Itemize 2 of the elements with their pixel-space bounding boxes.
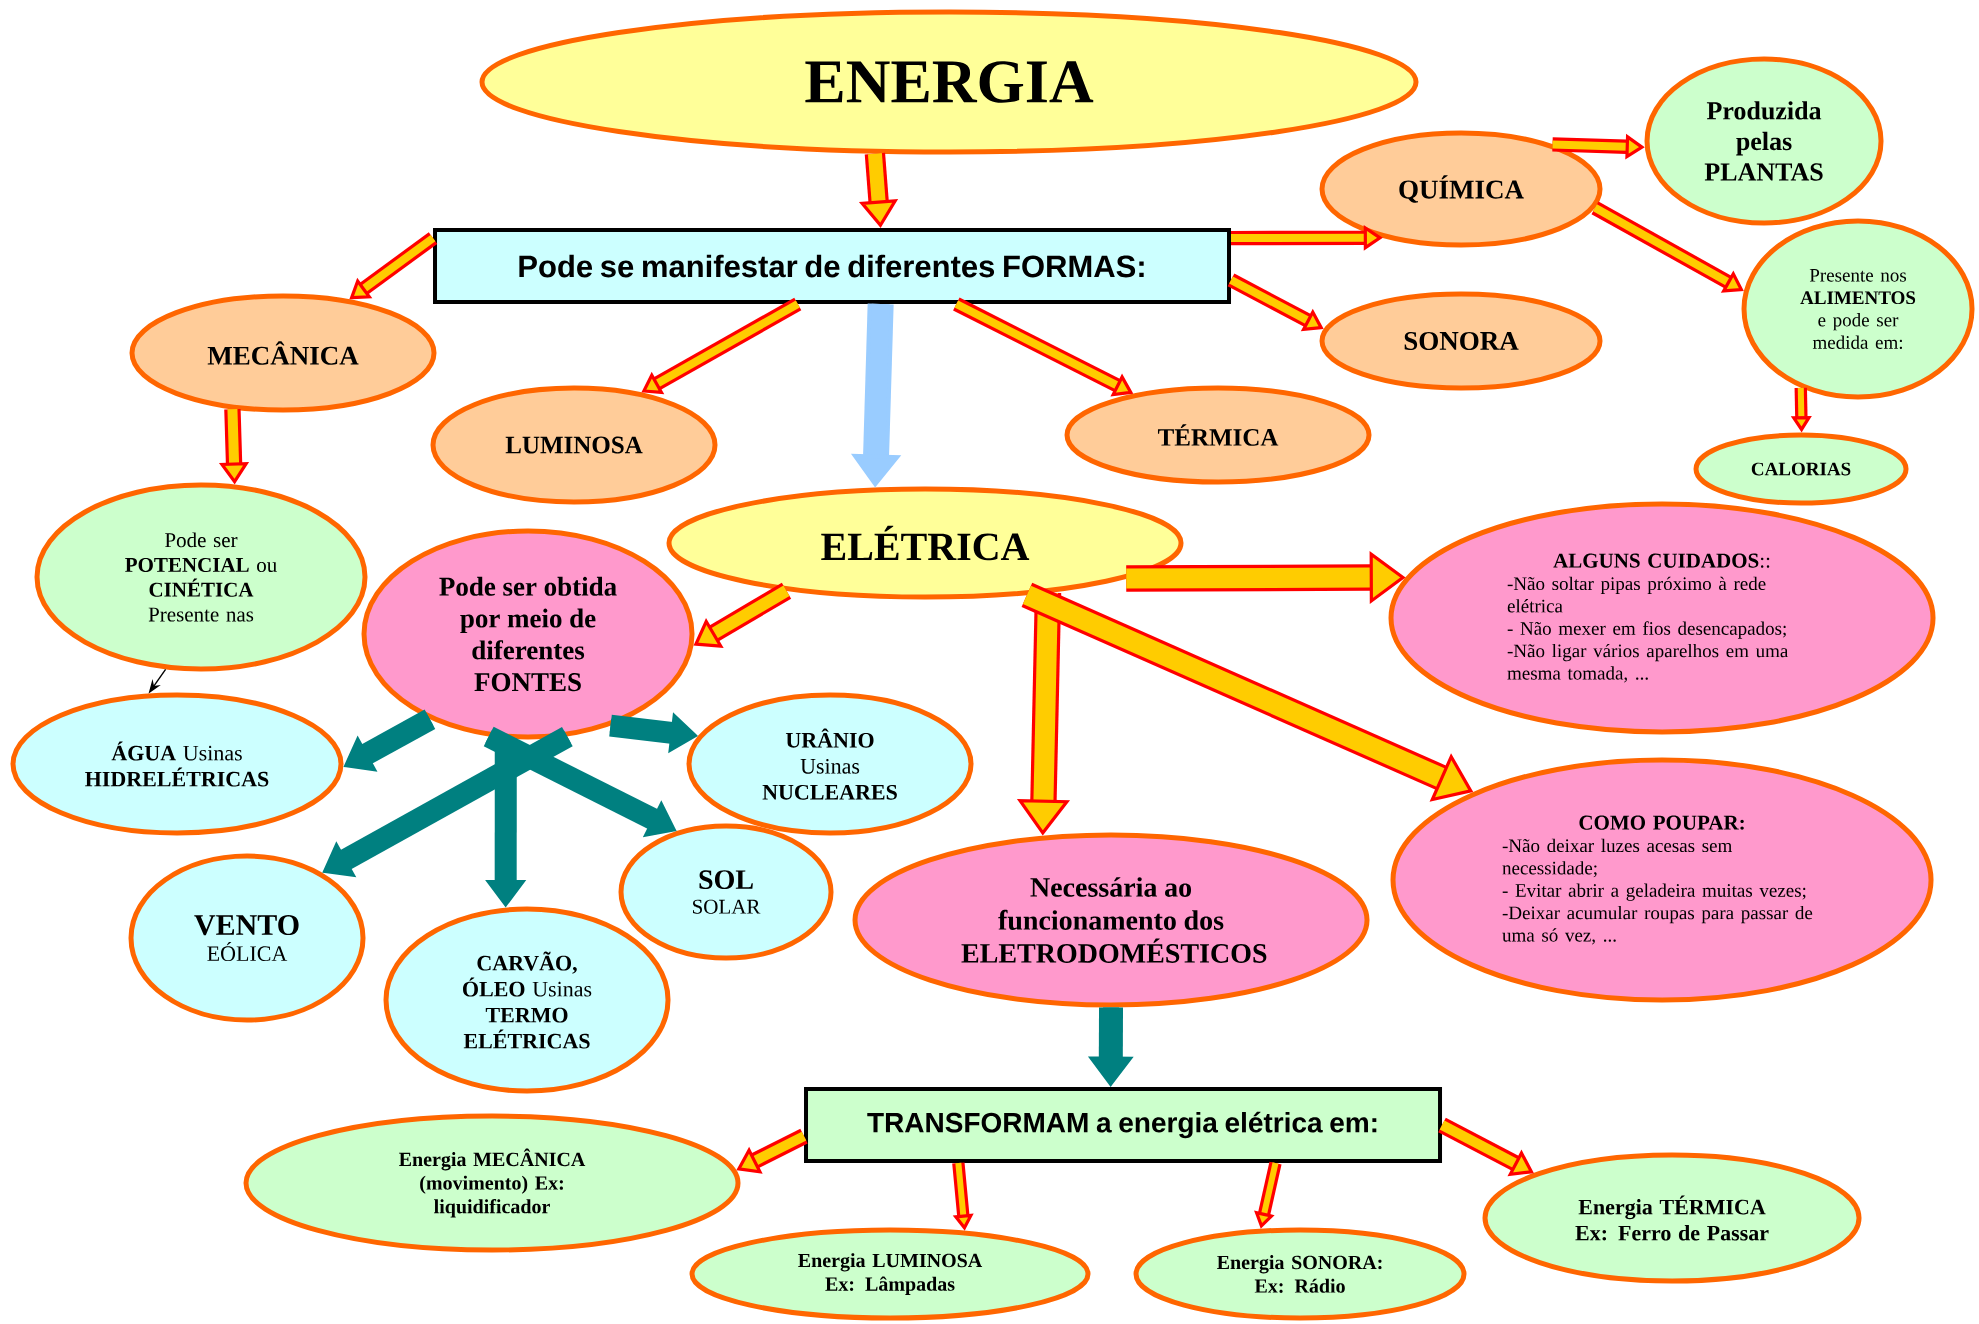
heading-box: TRANSFORMAM a energia elétrica em: <box>804 1087 1442 1163</box>
heading-box: Pode se manifestar de diferentes FORMAS: <box>433 228 1231 304</box>
